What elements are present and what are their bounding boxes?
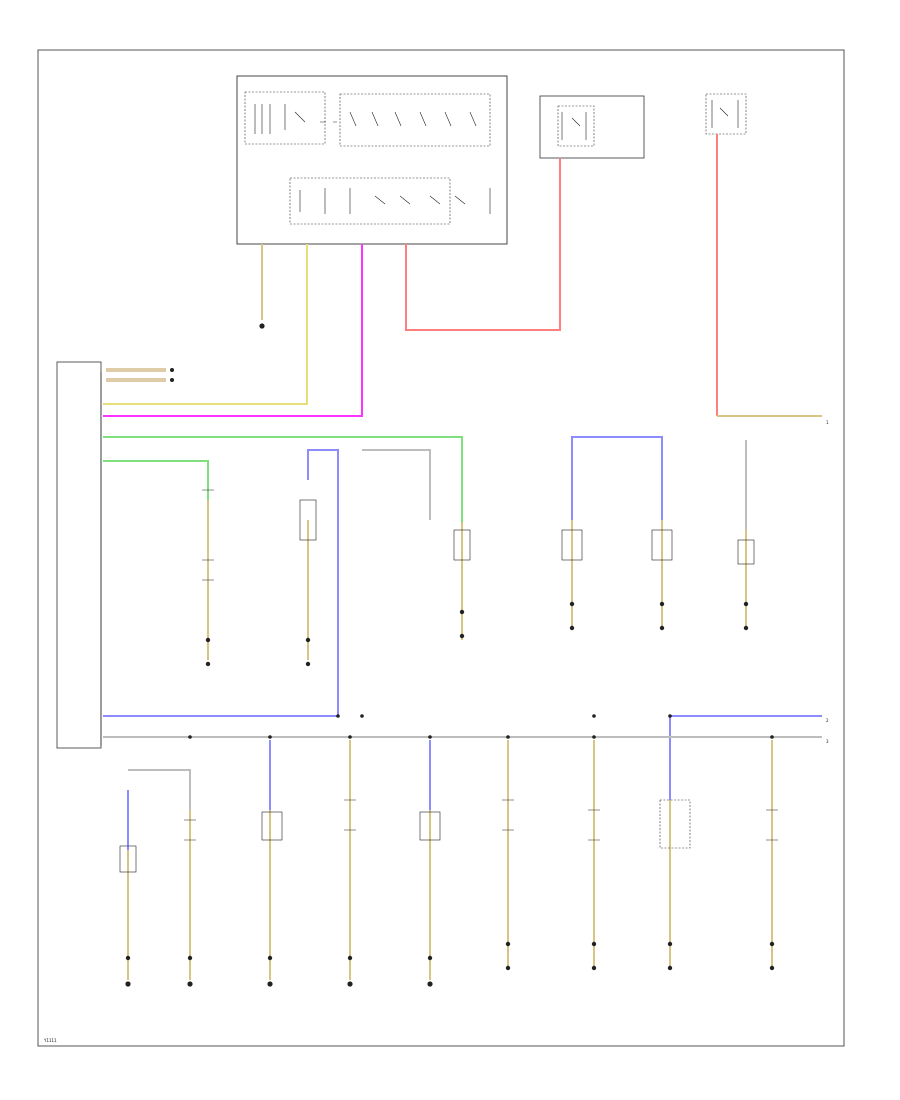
component-upper-4 [561, 520, 583, 631]
component-lower-8 [659, 799, 691, 971]
component-lower-2 [184, 810, 196, 987]
component-upper-6 [737, 530, 755, 631]
diagram-frame [37, 49, 845, 1047]
fuse-block-1 [539, 95, 645, 159]
svg-text:3: 3 [826, 739, 829, 744]
wire-red-fuse1 [405, 158, 561, 331]
component-lower-3 [261, 740, 283, 987]
component-upper-1 [202, 489, 214, 667]
svg-text:2: 2 [826, 718, 829, 723]
control-module [56, 361, 102, 749]
wire-gray-top [362, 449, 431, 520]
component-lower-5 [419, 740, 441, 987]
component-lower-1 [119, 790, 137, 987]
module-pin-labels [106, 368, 174, 382]
component-lower-9 [766, 740, 778, 971]
wire-blue-mid [571, 436, 663, 520]
wire-blue-ceiling [307, 449, 339, 716]
wire-yellow [103, 244, 308, 405]
component-upper-3 [453, 522, 471, 640]
light-switch [236, 75, 508, 245]
component-lower-4 [344, 740, 356, 987]
component-upper-5 [651, 520, 673, 631]
wire-green-2 [103, 460, 209, 500]
fuse-block-2 [705, 93, 747, 135]
bus-splices [188, 714, 774, 739]
svg-text:1: 1 [826, 420, 829, 425]
component-lower-6 [502, 740, 514, 971]
component-lower-7 [588, 740, 600, 971]
component-upper-2 [299, 499, 317, 667]
wire-magenta [103, 244, 363, 417]
wire-green-1 [103, 436, 463, 522]
footer-code: Y1111 [43, 1038, 57, 1043]
wire-gray-lower [128, 769, 191, 810]
